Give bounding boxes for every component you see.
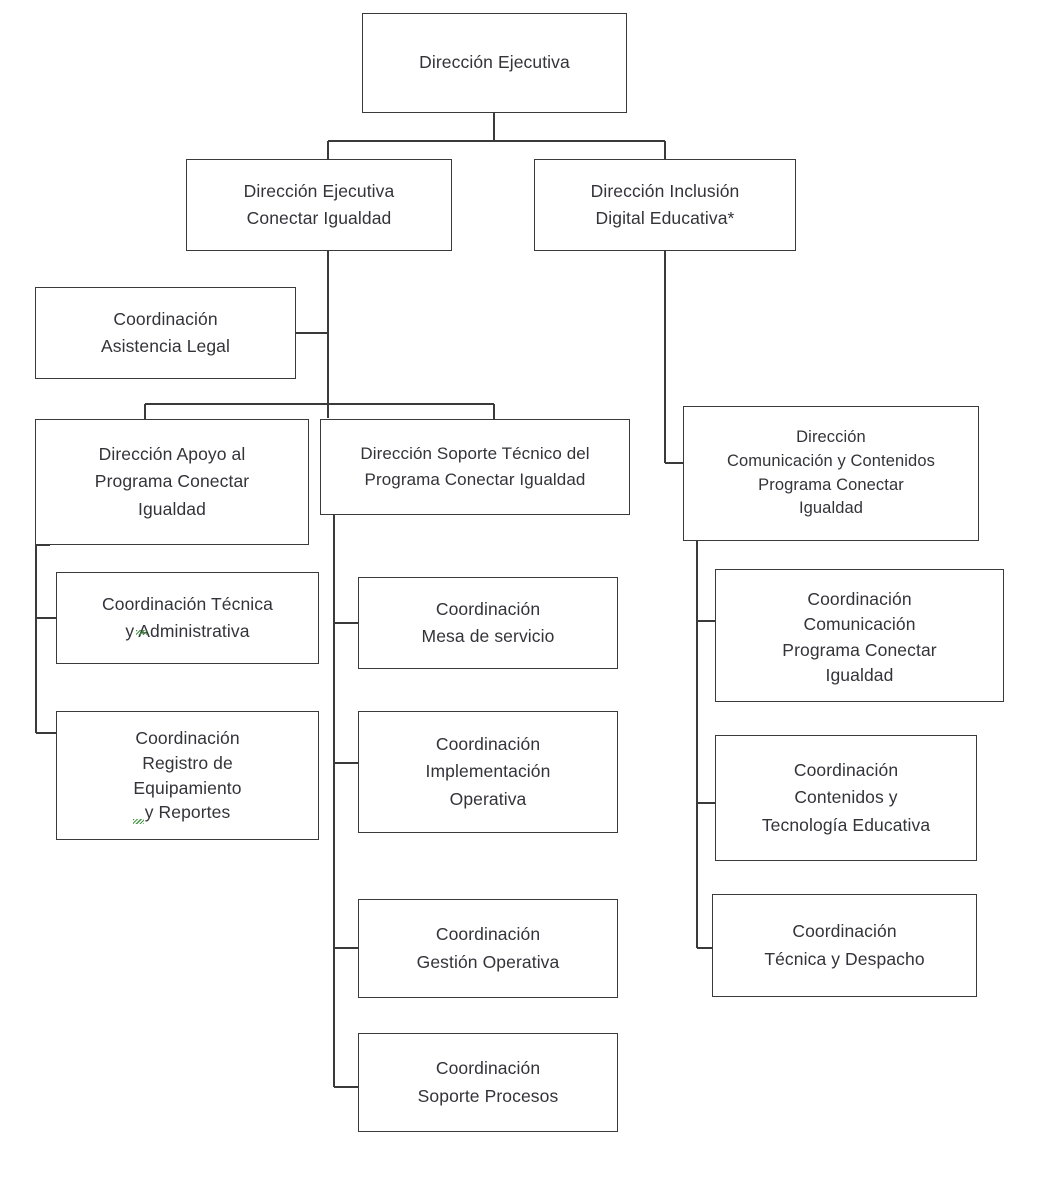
node-label: Dirección Apoyo al Programa Conectar Igu… [94, 444, 250, 519]
node-label: Dirección Soporte Técnico del Programa C… [360, 443, 590, 489]
node-direccion-apoyo-programa-conectar-igualdad[interactable]: Dirección Apoyo al Programa Conectar Igu… [35, 419, 309, 545]
node-coordinacion-comunicacion-programa-conectar-igualdad[interactable]: Coordinación Comunicación Programa Conec… [715, 569, 1004, 702]
node-coordinacion-soporte-procesos[interactable]: Coordinación Soporte Procesos [358, 1033, 618, 1132]
spellcheck-underline-icon [136, 630, 147, 635]
node-label: Coordinación Soporte Procesos [417, 1058, 559, 1106]
node-coordinacion-tecnica-despacho[interactable]: Coordinación Técnica y Despacho [712, 894, 977, 997]
node-label: Coordinación Técnica y Despacho [764, 921, 925, 969]
node-label: Dirección Inclusión Digital Educativa* [590, 180, 740, 228]
node-direccion-ejecutiva-conectar-igualdad[interactable]: Dirección Ejecutiva Conectar Igualdad [186, 159, 452, 251]
node-label: Coordinación Asistencia Legal [100, 308, 231, 356]
node-label: Coordinación Mesa de servicio [421, 598, 555, 646]
node-coordinacion-registro-equipamiento-reportes[interactable]: Coordinación Registro de Equipamiento y … [56, 711, 319, 840]
node-label: Dirección Ejecutiva [419, 52, 570, 73]
node-label: Coordinación Registro de Equipamiento y … [133, 727, 242, 823]
node-label: Coordinación Técnica y Administrativa [102, 593, 273, 641]
node-direccion-ejecutiva[interactable]: Dirección Ejecutiva [362, 13, 627, 113]
node-label: Coordinación Gestión Operativa [416, 924, 560, 972]
node-direccion-comunicacion-contenidos[interactable]: Dirección Comunicación y Contenidos Prog… [683, 406, 979, 541]
node-direccion-soporte-tecnico[interactable]: Dirección Soporte Técnico del Programa C… [320, 419, 630, 515]
node-coordinacion-contenidos-tecnologia-educativa[interactable]: Coordinación Contenidos y Tecnología Edu… [715, 735, 977, 861]
node-label: Coordinación Contenidos y Tecnología Edu… [761, 760, 931, 835]
node-direccion-inclusion-digital-educativa[interactable]: Dirección Inclusión Digital Educativa* [534, 159, 796, 251]
node-label: Coordinación Implementación Operativa [425, 734, 551, 809]
node-label: Dirección Comunicación y Contenidos Prog… [727, 427, 935, 518]
node-coordinacion-asistencia-legal[interactable]: Coordinación Asistencia Legal [35, 287, 296, 379]
node-coordinacion-implementacion-operativa[interactable]: Coordinación Implementación Operativa [358, 711, 618, 833]
spellcheck-underline-icon [133, 819, 144, 824]
node-label: Dirección Ejecutiva Conectar Igualdad [243, 180, 395, 228]
node-coordinacion-mesa-de-servicio[interactable]: Coordinación Mesa de servicio [358, 577, 618, 669]
node-coordinacion-gestion-operativa[interactable]: Coordinación Gestión Operativa [358, 899, 618, 998]
node-coordinacion-tecnica-administrativa[interactable]: Coordinación Técnica y Administrativa [56, 572, 319, 664]
node-label: Coordinación Comunicación Programa Conec… [782, 588, 937, 685]
